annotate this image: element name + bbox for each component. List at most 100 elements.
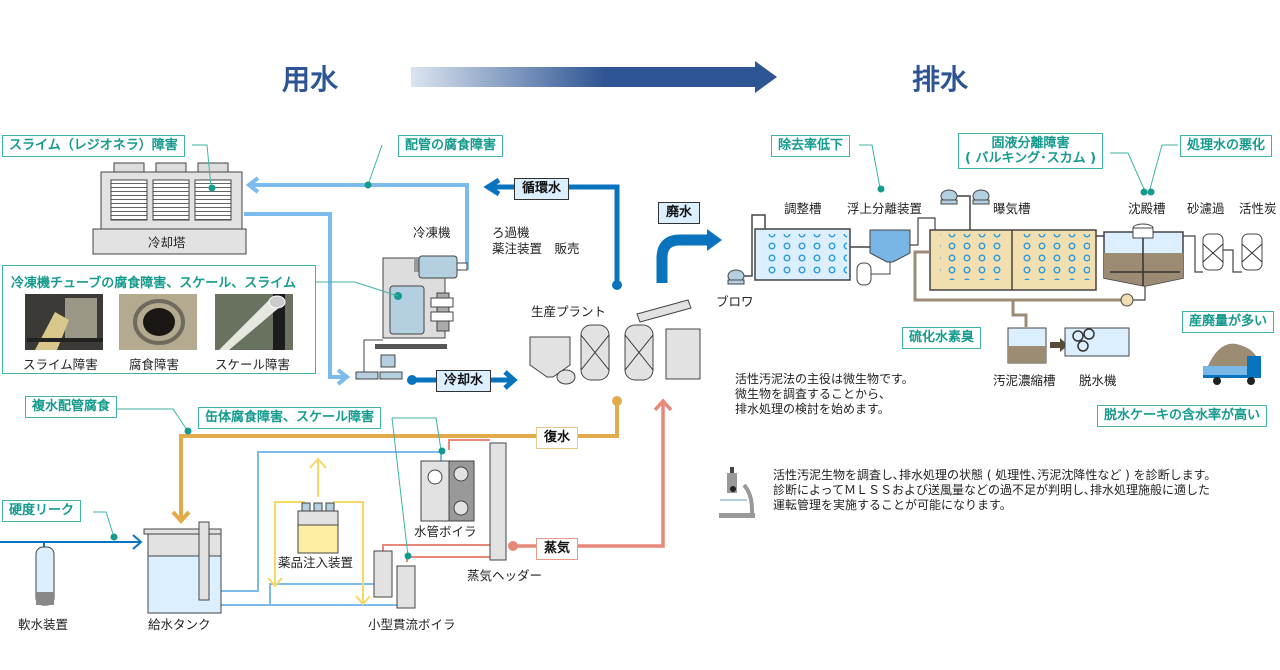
pipe: [1133, 286, 1146, 301]
label-small-boiler: 小型貫流ボイラ: [368, 617, 456, 632]
label-water-softener: 軟水装置: [18, 617, 69, 632]
chiller-icon: [355, 255, 468, 380]
flow-label-circulation-water: 循環水: [514, 178, 570, 200]
flow-label-condensate: 復水: [536, 427, 579, 449]
wastewater-title: 排水: [912, 63, 969, 96]
label-sand-filter: 砂濾過: [1187, 201, 1225, 216]
label-filter: ろ過機: [492, 225, 530, 240]
callout-high-cake-moisture: 脱水ケーキの含水率が高い: [1097, 405, 1268, 427]
arrow-head: [707, 229, 722, 251]
label-chiller: 冷凍機: [413, 225, 451, 240]
return-sludge-pipe: [913, 250, 1125, 302]
flow-label-cooling-water: 冷却水: [436, 370, 492, 392]
activated-sludge-note: 活性汚泥法の主役は微生物です。 微生物を調査することから、 排水処理の検討を始め…: [735, 372, 914, 416]
pipe-node: [612, 280, 622, 290]
flotation-separator-icon: [856, 229, 911, 286]
pipe-node: [407, 375, 417, 385]
label-feed-water-tank: 給水タンク: [148, 617, 211, 632]
softened-water-pipe: [0, 534, 143, 550]
callout-solid-liquid-separation: 固液分離障害 ( バルキング･スカム ): [958, 133, 1104, 169]
usage-water-title: 用水: [282, 63, 339, 96]
diagnosis-note: 活性汚泥生物を調査し､排水処理の状態 ( 処理性､汚泥沈降性など ) を診断しま…: [773, 468, 1217, 512]
feed-water-tank-icon: [143, 521, 222, 614]
label-blower: ブロワ: [716, 294, 754, 309]
arrow-head: [245, 176, 260, 194]
settling-tank-icon: [1103, 223, 1184, 287]
dehydrator-icon: [1064, 327, 1130, 357]
label-settling-tank: 沈殿槽: [1128, 201, 1166, 216]
arrow-icon: [1050, 338, 1068, 352]
activated-carbon-icon: [1241, 233, 1263, 271]
sand-filter-icon: [1202, 233, 1224, 271]
label-flotation-separator: 浮上分離装置: [847, 201, 923, 216]
label-adjustment-tank: 調整槽: [784, 201, 822, 216]
arrow-head: [653, 398, 673, 412]
callout-treated-water-worse: 処理水の悪化: [1180, 135, 1273, 157]
photo-caption: スケール障害: [215, 357, 291, 372]
scale-photo-icon: [215, 294, 293, 350]
steam-header-icon: [489, 442, 507, 561]
label-steam-header: 蒸気ヘッダー: [467, 568, 543, 583]
callout-line: 固液分離障害: [991, 136, 1070, 151]
callout-hydrogen-sulfide-odor: 硫化水素臭: [902, 327, 982, 349]
sludge-thickener-icon: [1007, 327, 1047, 364]
label-dehydrator: 脱水機: [1079, 373, 1117, 388]
label-sludge-thickener: 汚泥濃縮槽: [993, 373, 1056, 388]
chiller-tube-issue-title: 冷凍機チューブの腐食障害、スケール、スライム: [11, 276, 296, 291]
steam-pipe: [513, 402, 665, 548]
flow-label-steam: 蒸気: [536, 538, 579, 560]
arrow-head: [171, 510, 191, 525]
label-production-plant: 生産プラント: [531, 304, 607, 319]
aeration-tank-icon: [929, 229, 1097, 291]
cooling-tower-icon: [92, 162, 247, 255]
microscope-icon: [719, 467, 755, 518]
flow-label-wastewater: 廃水: [658, 202, 701, 224]
pipe-node: [612, 396, 622, 406]
header-flow-arrow: [411, 61, 777, 93]
truck-icon: [1203, 343, 1261, 385]
pipe-node: [508, 541, 518, 551]
label-chem-sales: 薬注装置 販売: [492, 241, 580, 256]
slime-photo-icon: [25, 294, 103, 350]
callout-much-industrial-waste: 産廃量が多い: [1182, 311, 1275, 333]
photo-caption: スライム障害: [23, 357, 98, 372]
small-boiler-icon: [373, 550, 416, 609]
callout-leaders: [93, 144, 1178, 557]
water-softener-icon: [35, 546, 55, 606]
feed-water-pipe: [221, 451, 442, 606]
arrow-head: [336, 368, 351, 386]
blower-icon: [727, 269, 745, 285]
pump-icon: [1120, 293, 1134, 307]
chemical-injection-icon: [297, 502, 339, 554]
condensate-pipe: [179, 402, 619, 518]
sludge-pipe: [1011, 300, 1028, 327]
label-cooling-tower: 冷却塔: [148, 235, 186, 250]
arrow-head: [483, 177, 501, 197]
water-tube-boiler-icon: [420, 460, 475, 522]
production-plant-equipment: [529, 299, 701, 385]
callout-boiler-corrosion-scale: 缶体腐食障害、スケール障害: [198, 407, 382, 429]
callout-pipe-corrosion: 配管の腐食障害: [398, 135, 504, 157]
callout-removal-rate-drop: 除去率低下: [771, 135, 851, 157]
arrow-head: [503, 370, 518, 390]
aeration-blower-icon: [940, 189, 990, 205]
callout-condensate-pipe-corrosion: 複水配管腐食: [25, 396, 118, 418]
adjustment-tank-icon: [754, 228, 851, 281]
pipe: [910, 217, 936, 246]
callout-leader: [310, 281, 399, 297]
callout-hardness-leak: 硬度リーク: [2, 500, 82, 522]
label-chemical-injection: 薬品注入装置: [278, 555, 354, 570]
callout-dots: [110, 181, 1155, 560]
pipe: [1183, 235, 1203, 273]
photo-caption: 腐食障害: [129, 357, 180, 372]
callout-slime-legionella: スライム（レジオネラ）障害: [2, 135, 185, 157]
chemical-pipe: [267, 457, 371, 606]
chiller-tube-issue-panel: 冷凍機チューブの腐食障害、スケール、スライム スライム障害 腐食障害 スケール障…: [2, 265, 316, 374]
wastewater-arrow: [656, 234, 710, 283]
label-water-tube-boiler: 水管ボイラ: [414, 524, 477, 539]
label-aeration-tank: 曝気槽: [993, 201, 1031, 216]
pipe: [1223, 249, 1242, 273]
corrosion-photo-icon: [119, 294, 197, 350]
